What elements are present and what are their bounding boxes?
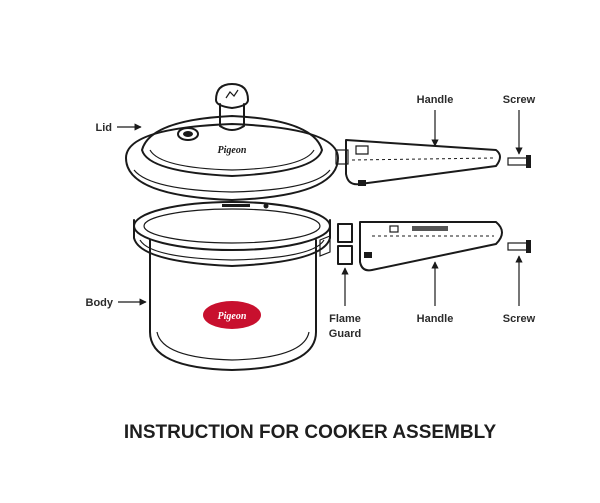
screw-bottom-label: Screw [503, 313, 536, 325]
body-logo-badge [203, 301, 261, 329]
handle-top-label: Handle [417, 94, 454, 106]
body-label: Body [86, 297, 114, 309]
handle-bottom-label: Handle [417, 313, 454, 325]
flame-guard-label-line2: Guard [329, 328, 361, 340]
screw-top-label: Screw [503, 94, 536, 106]
lid-label: Lid [96, 122, 113, 134]
lid-handle-screw [507, 155, 531, 168]
lid-handle [345, 139, 501, 186]
flame-guard-label-line1: Flame [329, 313, 361, 325]
lid-logo-text: Pigeon [218, 145, 247, 156]
flame-guard [337, 223, 353, 265]
body-handle-screw [507, 240, 531, 253]
body-handle [359, 221, 503, 272]
cooker-body: Pigeon [133, 201, 331, 371]
cooker-lid: Pigeon [125, 83, 349, 201]
body-logo-text: Pigeon [218, 311, 247, 322]
diagram-title: INSTRUCTION FOR COOKER ASSEMBLY [124, 422, 497, 443]
